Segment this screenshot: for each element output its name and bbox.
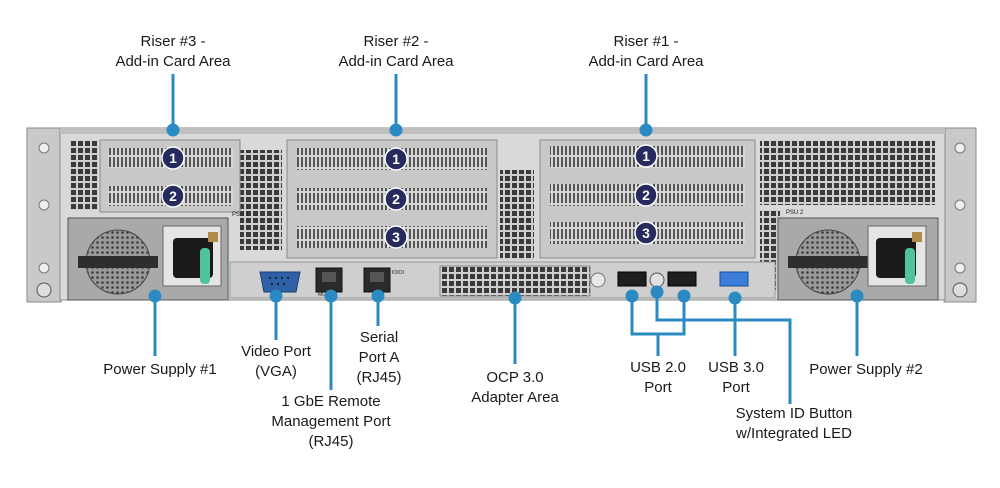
riser2-slot-number-2: 2: [392, 191, 400, 207]
riser2-slot-badge-1: [384, 147, 408, 171]
riser1-slot-badge-1: [634, 144, 658, 168]
mgmt-rj45-port[interactable]: MGMT: [315, 267, 343, 298]
right-rack-ear: [943, 127, 977, 303]
power-supply-2-label: Power Supply #2: [809, 361, 923, 378]
riser1-slot-number-3: 3: [642, 225, 650, 241]
psu1-silk: PSU 1: [232, 212, 250, 218]
power-supply-2[interactable]: PSU 2: [777, 210, 939, 301]
riser1-slot-number-1: 1: [642, 148, 650, 164]
psu1-latch[interactable]: [200, 248, 210, 284]
power-supply-1-label: Power Supply #1: [103, 361, 217, 378]
riser3-slot-badge-1: [161, 146, 185, 170]
riser-1-label: Riser #1 -Add-in Card Area: [588, 33, 704, 70]
riser3-slot-number-1: 1: [169, 150, 177, 166]
svg-text:IOIOI: IOIOI: [392, 270, 404, 276]
left-rack-ear: [26, 127, 62, 303]
riser1-slot-number-2: 2: [642, 187, 650, 203]
riser2-slot-number-3: 3: [392, 229, 400, 245]
riser3-slot-number-2: 2: [169, 188, 177, 204]
port-callouts: [148, 285, 864, 404]
system-id-button[interactable]: [649, 272, 665, 288]
riser2-slot-number-1: 1: [392, 151, 400, 167]
riser1-slot-badge-2: [634, 183, 658, 207]
psu2-silk: PSU 2: [786, 210, 804, 216]
ocp-adapter-area: [439, 265, 591, 297]
riser3-slot-badge-2: [161, 184, 185, 208]
riser2-slot-badge-2: [384, 187, 408, 211]
riser-callouts: [166, 74, 653, 137]
riser1-slot-badge-3: [634, 221, 658, 245]
vga-port[interactable]: [259, 271, 301, 293]
riser-3-label: Riser #3 -Add-in Card Area: [115, 33, 231, 70]
slot-badges: 1 2 1 2 3 1 2 3: [161, 144, 658, 249]
usb3-port[interactable]: [719, 271, 749, 287]
video-port-label: Video Port(VGA): [241, 343, 311, 380]
serial-rj45-port[interactable]: IOIOI: [363, 267, 404, 293]
psu2-latch[interactable]: [905, 248, 915, 284]
power-supply-1[interactable]: PSU 1: [67, 212, 250, 301]
usb2-port-right[interactable]: [667, 271, 697, 287]
usb2-port-left[interactable]: [617, 271, 647, 287]
riser-2-label: Riser #2 -Add-in Card Area: [338, 33, 454, 70]
riser2-slot-badge-3: [384, 225, 408, 249]
